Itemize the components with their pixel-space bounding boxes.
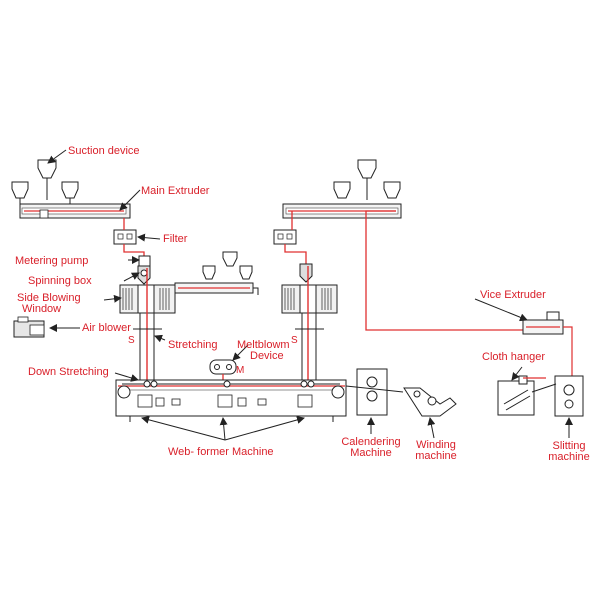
label-winding-line2: machine	[415, 450, 457, 462]
hopper-icon	[11, 181, 29, 199]
winding-machine	[403, 387, 457, 417]
label-filter: Filter	[163, 233, 188, 245]
label-suction-device: Suction device	[68, 145, 140, 157]
label-winding-line1: Winding	[416, 439, 456, 451]
m-mark-meltblown: M	[236, 365, 244, 376]
left-filter	[113, 229, 137, 245]
label-slitting-line1: Slitting	[552, 440, 586, 452]
s-mark-left: S	[128, 335, 135, 346]
label-stretching: Stretching	[168, 339, 218, 351]
hopper-icon	[61, 181, 79, 199]
label-web-former: Web- former Machine	[168, 446, 274, 458]
label-slitting-line2: machine	[548, 451, 590, 463]
pointer-arrows	[47, 149, 573, 441]
label-spinning-box: Spinning box	[28, 275, 92, 287]
label-air-blower: Air blower	[82, 322, 131, 334]
label-down-stretching: Down Stretching	[28, 366, 109, 378]
label-calendering-line1: Calendering	[341, 436, 401, 448]
left-hopper-group	[11, 159, 79, 204]
right-side-blowing-window	[281, 284, 338, 314]
vice-extruder	[522, 311, 564, 335]
right-stretching-channel	[295, 266, 324, 384]
s-mark-right: S	[291, 335, 298, 346]
label-metering-pump: Metering pump	[15, 255, 89, 267]
right-hopper-group	[333, 159, 401, 200]
vice-pipe	[365, 210, 554, 331]
label-meltblown-line2: Device	[250, 350, 284, 362]
meltblown-extruder	[174, 282, 259, 295]
right-extruder	[282, 203, 402, 219]
hopper-icon	[37, 159, 57, 179]
right-spinning-box	[299, 263, 313, 283]
left-spinning-box	[137, 265, 151, 285]
label-side-blowing-line2: Window	[22, 303, 62, 315]
label-side-blowing-line1: Side Blowing	[17, 292, 81, 304]
cloth-hanger	[497, 375, 546, 416]
label-cloth-hanger: Cloth hanger	[482, 351, 545, 363]
main-extruder	[19, 203, 131, 219]
label-meltblown-line1: Meltblowm	[237, 339, 290, 351]
air-blower	[13, 316, 45, 338]
web-former-machine	[115, 379, 347, 422]
label-main-extruder: Main Extruder	[141, 185, 210, 197]
calendering-machine	[345, 368, 404, 416]
label-vice-extruder: Vice Extruder	[480, 289, 546, 301]
label-calendering-line2: Machine	[350, 447, 392, 459]
meltblown-hopper-group	[202, 251, 253, 280]
slitting-machine	[531, 375, 584, 417]
right-filter	[273, 229, 297, 245]
